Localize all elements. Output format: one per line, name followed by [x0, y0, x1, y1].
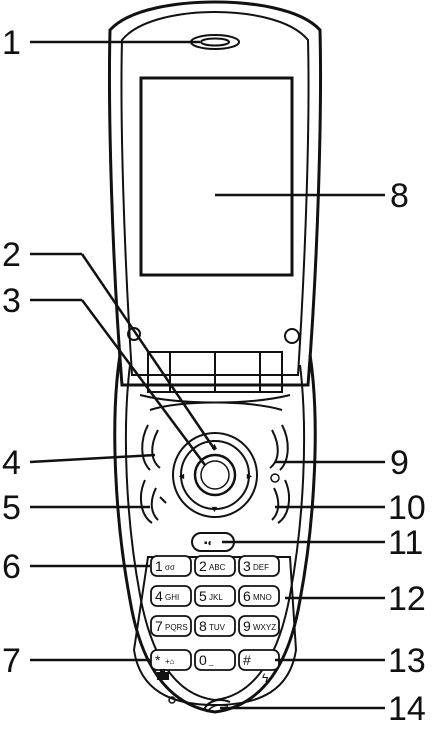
power-icon [270, 473, 280, 483]
callout-11: 11 [388, 524, 423, 562]
nav-down-arrow-icon: ▼ [210, 504, 219, 514]
navigation-pad[interactable]: ▲ ▼ ◄ ► [172, 432, 258, 518]
key-letters: GHI [165, 593, 179, 602]
power-end-key[interactable] [270, 473, 280, 521]
callout-1: 1 [2, 24, 21, 62]
callout-12: 12 [388, 580, 426, 618]
key-letters: WXYZ [253, 623, 276, 632]
key-digit: 8 [199, 618, 207, 634]
key-letters: TUV [209, 623, 226, 632]
keypad-key-11[interactable]: 0_ [194, 649, 236, 671]
key-letters: ABC [209, 563, 226, 572]
bottom-left-dot [168, 696, 176, 704]
key-letters: σσ [165, 563, 175, 572]
callout-2: 2 [2, 236, 21, 274]
key-letters: +⌂ [165, 657, 175, 666]
right-soft-key[interactable] [269, 429, 279, 469]
nav-left-arrow-icon: ◄ [177, 471, 186, 481]
callout-13: 13 [388, 642, 426, 680]
microphone-icon [203, 699, 231, 713]
callout-7: 7 [2, 642, 21, 680]
send-key[interactable] [150, 487, 167, 521]
key-digit: * [155, 652, 161, 668]
key-letters: DEF [253, 563, 269, 572]
key-digit: 5 [199, 588, 207, 604]
camera-icon [157, 669, 169, 680]
callout-5: 5 [2, 489, 21, 527]
callout-14: 14 [388, 690, 426, 728]
key-digit: 1 [155, 558, 163, 574]
flash-icon: ϟ [262, 671, 269, 685]
callout-4: 4 [2, 444, 21, 482]
key-letters: MNO [253, 593, 272, 602]
left-soft-key[interactable] [151, 429, 161, 469]
key-letters: JKL [209, 593, 223, 602]
key-digit: 2 [199, 558, 207, 574]
callout-8: 8 [390, 177, 409, 215]
svg-text:▪◐: ▪◐ [204, 538, 214, 549]
callout-9: 9 [390, 444, 409, 482]
key-digit: 4 [155, 588, 163, 604]
display-screen [139, 76, 294, 277]
keypad-key-10[interactable]: * +⌂ [150, 649, 192, 671]
callout-6: 6 [2, 548, 21, 586]
nav-right-arrow-icon: ► [245, 471, 254, 481]
callout-lines [29, 40, 385, 710]
key-letters: PQRS [165, 623, 188, 632]
keypad-border [132, 556, 298, 707]
nav-up-arrow-icon: ▲ [210, 441, 219, 451]
key-digit: 0 [199, 652, 207, 668]
key-digit: 7 [155, 618, 163, 634]
callout-3: 3 [2, 282, 21, 320]
key-digit: 6 [243, 588, 251, 604]
callout-10: 10 [388, 489, 426, 527]
key-digit: 3 [243, 558, 251, 574]
key-digit: # [243, 652, 251, 668]
keypad-key-12[interactable]: # [238, 649, 280, 671]
key-letters: _ [208, 657, 214, 666]
key-digit: 9 [243, 618, 251, 634]
